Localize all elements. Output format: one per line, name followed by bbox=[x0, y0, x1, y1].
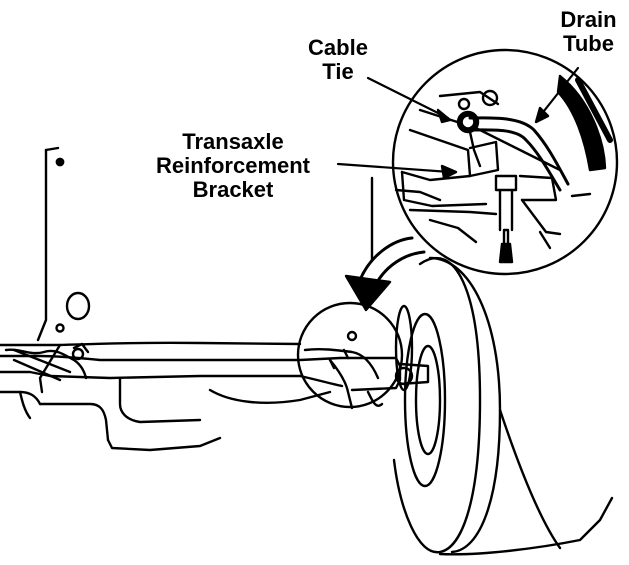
transaxle-bracket-label: Transaxle Reinforcement Bracket bbox=[128, 130, 338, 202]
wheel bbox=[392, 256, 614, 556]
drive-axle bbox=[338, 356, 430, 407]
detail-circle-large bbox=[391, 48, 619, 276]
cable-tie-label: Cable Tie bbox=[292, 36, 384, 84]
body-panel bbox=[36, 146, 374, 342]
leader-lines bbox=[336, 66, 580, 180]
cradle-rail bbox=[0, 341, 354, 452]
curved-arrow bbox=[344, 236, 426, 312]
detail-circle-small bbox=[296, 301, 404, 409]
drain-tube-label-line-1: Drain bbox=[560, 7, 617, 32]
drain-tube-label: Drain Tube bbox=[548, 8, 629, 56]
transaxle-bracket-label-line-3: Bracket bbox=[192, 177, 274, 202]
cable-tie-label-line-1: Cable bbox=[308, 35, 368, 60]
transaxle-bracket-label-line-1: Transaxle bbox=[182, 129, 284, 154]
cable-tie-label-line-2: Tie bbox=[322, 59, 354, 84]
drain-tube-label-line-2: Tube bbox=[563, 31, 614, 56]
transaxle-bracket-label-line-2: Reinforcement bbox=[155, 153, 311, 178]
